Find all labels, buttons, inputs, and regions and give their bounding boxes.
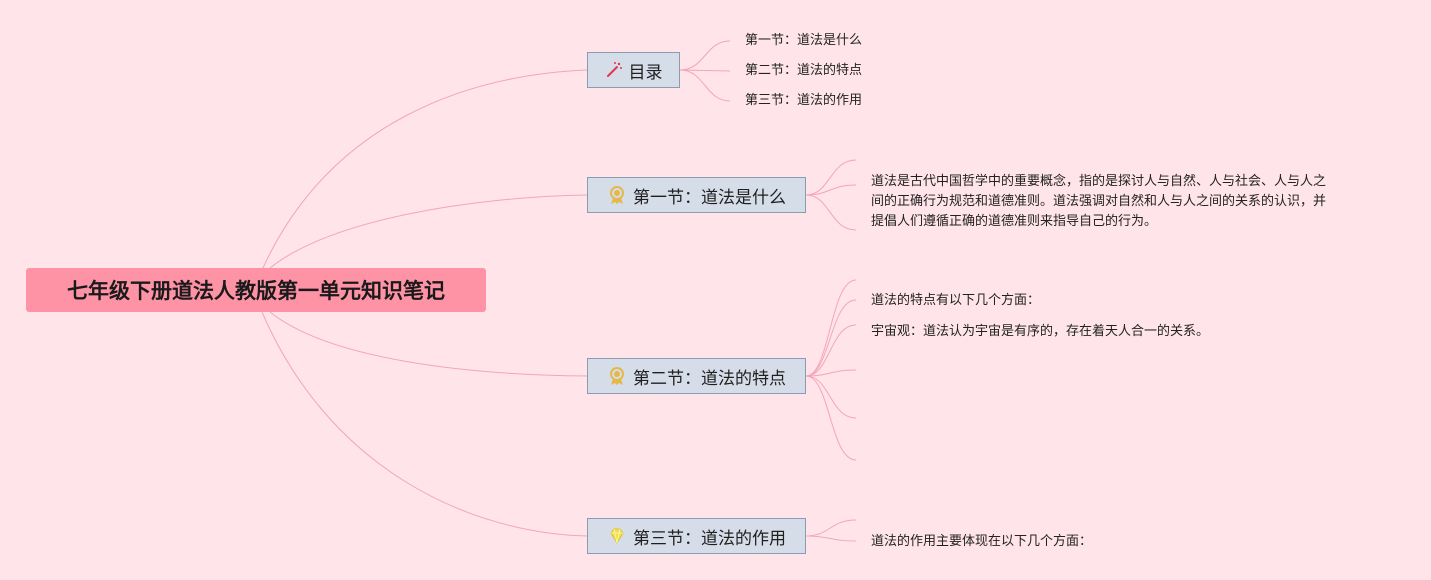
connector-s2-c (805, 324, 857, 377)
root-topic[interactable]: 七年级下册道法人教版第一单元知识笔记 (26, 268, 486, 312)
section1-content-line-2: 间的正确行为规范和道德准则。道法强调对自然和人与人之间的关系的认识，并 (871, 194, 1327, 209)
section3-item-1[interactable]: 道法的作用主要体现在以下几个方面： (871, 534, 1093, 549)
connector-root-toc (261, 69, 588, 271)
connector-s3-b (805, 535, 857, 542)
connector-toc-2 (679, 69, 731, 72)
toc-item-1[interactable]: 第一节：道法是什么 (745, 33, 863, 48)
toc-item-3[interactable]: 第三节：道法的作用 (745, 93, 863, 108)
connector-root-section2 (269, 311, 588, 377)
branch-toc[interactable]: 目录 (587, 52, 680, 88)
connector-s2-d (805, 369, 857, 377)
branch-section3-label: 第三节：道法的作用 (633, 528, 786, 549)
root-title: 七年级下册道法人教版第一单元知识笔记 (67, 279, 445, 303)
connector-s2-e (805, 375, 857, 419)
connector-toc-3 (679, 69, 731, 102)
branch-section2-label: 第二节：道法的特点 (633, 368, 786, 389)
section1-content[interactable]: 道法是古代中国哲学中的重要概念，指的是探讨人与自然、人与社会、人与人之 间的正确… (871, 172, 1371, 232)
section2-item-1[interactable]: 道法的特点有以下几个方面： (871, 293, 1041, 308)
connector-s1-bot (805, 194, 857, 231)
branch-toc-label: 目录 (628, 62, 663, 83)
section1-content-line-1: 道法是古代中国哲学中的重要概念，指的是探讨人与自然、人与社会、人与人之 (871, 174, 1327, 189)
connector-toc-1 (679, 40, 731, 71)
award-ribbon-icon (610, 367, 624, 385)
branch-section1-label: 第一节：道法是什么 (633, 187, 786, 208)
connector-s3-a (805, 519, 857, 537)
section2-item-2[interactable]: 宇宙观：道法认为宇宙是有序的，存在着天人合一的关系。 (871, 324, 1210, 339)
section1-content-line-3: 提倡人们遵循正确的道德准则来指导自己的行为。 (871, 214, 1158, 229)
connector-root-section1 (269, 194, 588, 269)
branch-section3[interactable]: 第三节：道法的作用 (587, 518, 806, 554)
award-ribbon-icon (610, 186, 624, 204)
branch-section1[interactable]: 第一节：道法是什么 (587, 177, 806, 213)
diamond-icon (610, 528, 624, 544)
connector-s2-f (805, 375, 857, 461)
connector-root-section3 (261, 311, 588, 537)
toc-item-2[interactable]: 第二节：道法的特点 (745, 63, 863, 78)
connector-s2-a (805, 279, 857, 377)
magic-wand-icon (606, 62, 622, 77)
connector-s1-mid (805, 184, 857, 196)
connector-s2-b (805, 299, 857, 377)
branch-section2[interactable]: 第二节：道法的特点 (587, 358, 806, 394)
connector-s1-top (805, 159, 857, 196)
